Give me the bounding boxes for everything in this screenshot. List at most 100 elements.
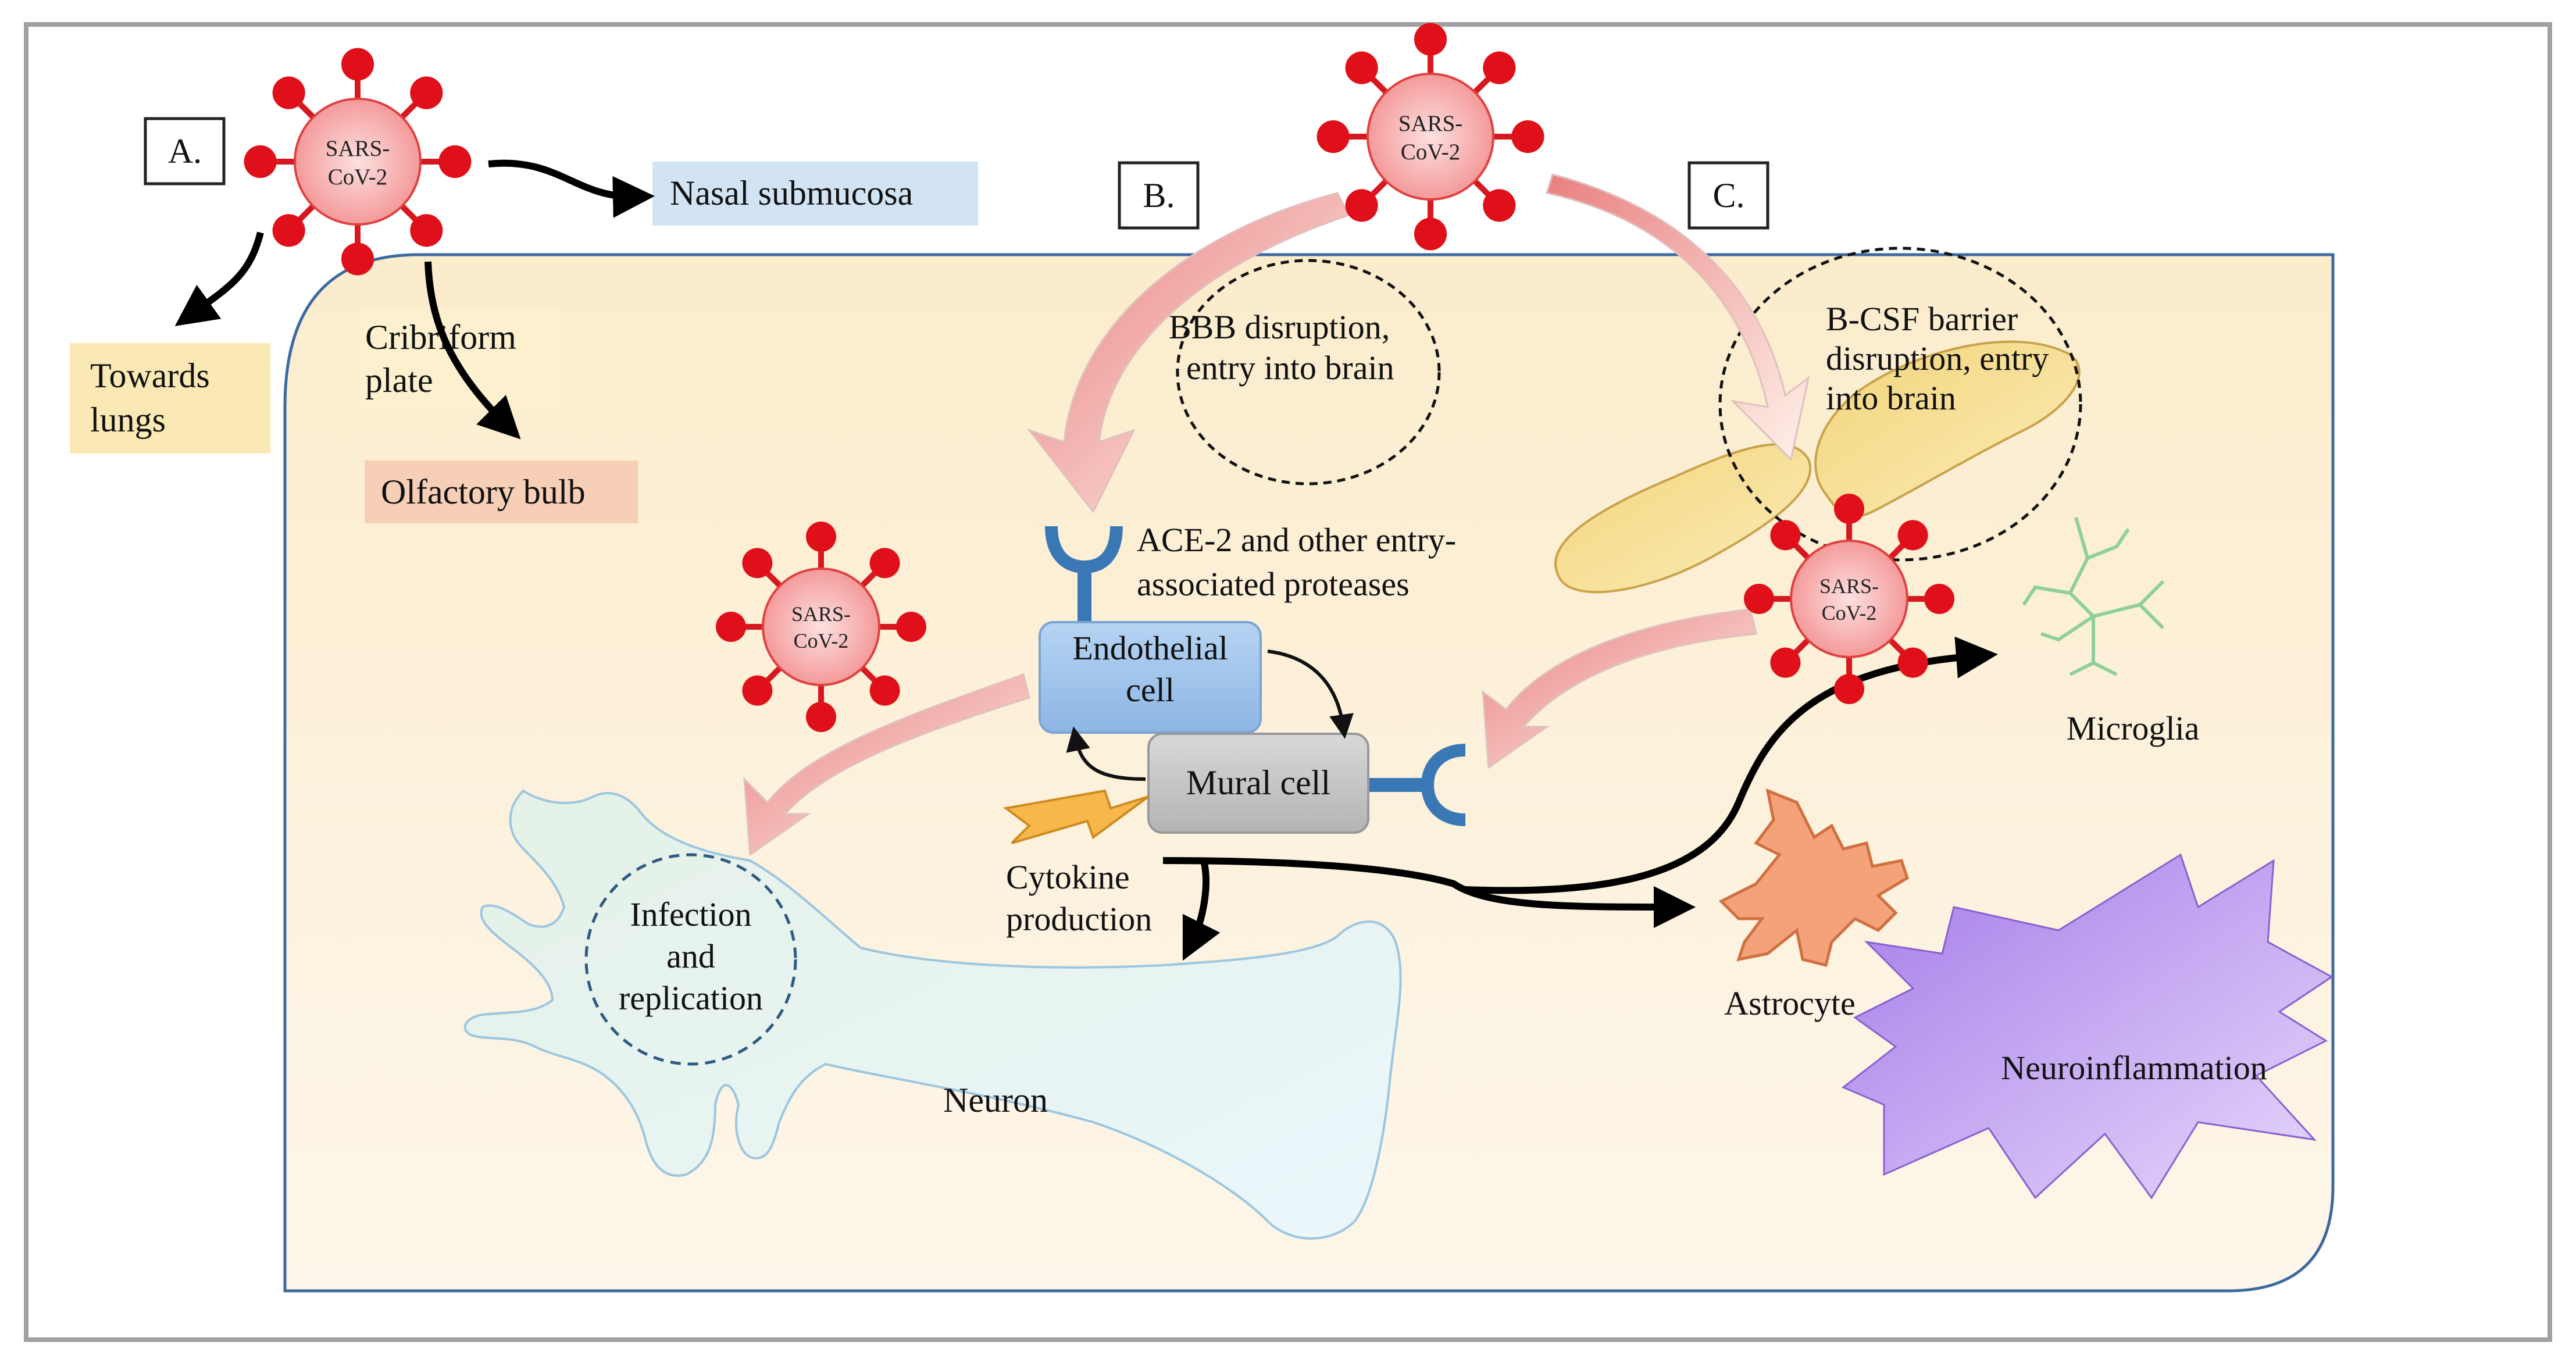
- virus-b-spike-head: [1345, 51, 1378, 84]
- virus-neuron-spike-head: [742, 675, 773, 706]
- infection-label-2: and: [666, 937, 715, 975]
- endothelial-cell: [1039, 621, 1262, 734]
- cytokine-label-1: Cytokine: [1006, 858, 1130, 896]
- virus-a-spike-head: [410, 214, 443, 247]
- arrow-cytokine-to-astrocyte: [1162, 857, 1696, 928]
- astrocyte-label: Astrocyte: [1724, 984, 1856, 1022]
- mural-receptor-stem: [1367, 778, 1430, 792]
- virus-b-spike-head: [1483, 189, 1516, 222]
- olfactory-bulb-label: Olfactory bulb: [381, 473, 586, 511]
- choroid-vessel-left: [1554, 443, 1812, 594]
- virus-a-spike-head: [244, 145, 277, 179]
- arrow-to-lungs: [174, 231, 264, 326]
- panel-b-label: B.: [1143, 176, 1175, 215]
- virus-a-label-2: CoV-2: [328, 165, 388, 190]
- virus-neuron-spike-head: [742, 548, 773, 579]
- virus-neuron-body: [762, 567, 880, 686]
- virus-a: SARS-CoV-2: [244, 48, 472, 276]
- bcsf-label-1: B-CSF barrier: [1826, 300, 2018, 338]
- bbb-dashed-circle: [1176, 259, 1441, 486]
- virus-c-spike-head: [1744, 584, 1774, 614]
- towards-lungs-label-2: lungs: [90, 401, 166, 439]
- infection-label-3: replication: [619, 979, 763, 1017]
- neuron-cell: [463, 789, 1402, 1240]
- virus-a-spike-head: [341, 48, 374, 81]
- virus-b-label-2: CoV-2: [1401, 140, 1461, 165]
- virus-neuron: SARS-CoV-2: [716, 522, 926, 732]
- arrow-endothelial-to-mural: [1267, 649, 1354, 739]
- ace2-label-1: ACE-2 and other entry-: [1137, 521, 1456, 559]
- neuron-label: Neuron: [943, 1081, 1048, 1119]
- mural-receptor-cup: [1421, 744, 1466, 826]
- virus-a-spike-head: [438, 145, 472, 179]
- cytokine-lightning: [1003, 789, 1150, 844]
- virus-neuron-spike-head: [869, 675, 900, 706]
- arrow-cytokine-to-neuron: [1182, 859, 1221, 961]
- cytokine-label-2: production: [1006, 900, 1152, 938]
- towards-lungs-box: [70, 343, 270, 454]
- endothelial-label-2: cell: [1126, 671, 1175, 709]
- virus-b-spike-head: [1511, 120, 1544, 154]
- arrow-mural-to-endothelial: [1066, 726, 1146, 781]
- virus-a-body: [294, 98, 422, 226]
- bbb-label-2: entry into brain: [1186, 349, 1394, 387]
- big-arrow-bcsf: [1546, 173, 1810, 462]
- virus-c-spike-head: [1897, 520, 1928, 551]
- virus-neuron-spike-head: [806, 522, 836, 552]
- cribriform-box: [359, 307, 560, 411]
- neuroinflammation-label: Neuroinflammation: [2001, 1049, 2267, 1087]
- cribriform-label-2: plate: [365, 361, 433, 399]
- virus-b-spike-head: [1345, 189, 1378, 222]
- endothelial-label-1: Endothelial: [1072, 629, 1228, 667]
- virus-c-spike-head: [1924, 584, 1954, 614]
- mural-label: Mural cell: [1186, 763, 1330, 802]
- arrow-to-olfactory: [424, 261, 521, 440]
- bcsf-dashed-circle: [1718, 247, 2082, 562]
- big-arrow-to-mural: [1482, 608, 1757, 769]
- panel-a-box: [144, 117, 226, 185]
- ace2-label-2: associated proteases: [1137, 565, 1410, 603]
- virus-a-spike-head: [410, 76, 443, 109]
- virus-a-spike-head: [341, 242, 374, 276]
- virus-c-body: [1790, 540, 1908, 658]
- infection-dashed-circle: [584, 853, 797, 1066]
- virus-c-spike-head: [1770, 647, 1801, 678]
- virus-c-spike-head: [1770, 520, 1801, 551]
- choroid-vessel-right: [1814, 340, 2081, 518]
- virus-a-spike-head: [272, 76, 305, 109]
- virus-b-spike-head: [1316, 120, 1350, 154]
- panel-b-box: [1118, 161, 1200, 230]
- astrocyte-cell: [1718, 788, 1910, 968]
- infection-label-1: Infection: [630, 895, 751, 933]
- bbb-label-1: BBB disruption,: [1169, 308, 1390, 346]
- bcsf-label-3: into brain: [1826, 379, 1956, 417]
- virus-a-spike-head: [272, 214, 305, 247]
- panel-c-label: C.: [1712, 176, 1744, 215]
- virus-c-label-1: SARS-: [1819, 574, 1879, 598]
- virus-b-spike-head: [1414, 23, 1447, 56]
- virus-c-spike-head: [1897, 647, 1928, 678]
- neuroinflammation-burst: [1842, 853, 2334, 1200]
- panel-c-box: [1687, 161, 1769, 230]
- virus-b-label-1: SARS-: [1398, 111, 1463, 136]
- virus-neuron-label-1: SARS-: [791, 602, 851, 626]
- virus-b-spike-head: [1414, 217, 1447, 251]
- big-arrow-to-neuron: [743, 673, 1030, 856]
- microglia-cell: [2022, 517, 2165, 676]
- olfactory-bulb-box: [365, 461, 638, 523]
- virus-c-label-2: CoV-2: [1822, 601, 1877, 624]
- nasal-submucosa-label: Nasal submucosa: [670, 174, 913, 212]
- virus-b-spike-head: [1483, 51, 1516, 84]
- virus-c-spike-head: [1834, 494, 1864, 524]
- virus-c-spike-head: [1834, 674, 1864, 704]
- ace2-receptor-stem: [1078, 564, 1091, 622]
- towards-lungs-label-1: Towards: [90, 356, 210, 395]
- virus-neuron-spike-head: [869, 548, 900, 579]
- mural-cell: [1147, 733, 1369, 834]
- big-arrow-bbb: [1026, 192, 1351, 513]
- microglia-label: Microglia: [2067, 709, 2200, 747]
- virus-neuron-spike-head: [716, 612, 746, 642]
